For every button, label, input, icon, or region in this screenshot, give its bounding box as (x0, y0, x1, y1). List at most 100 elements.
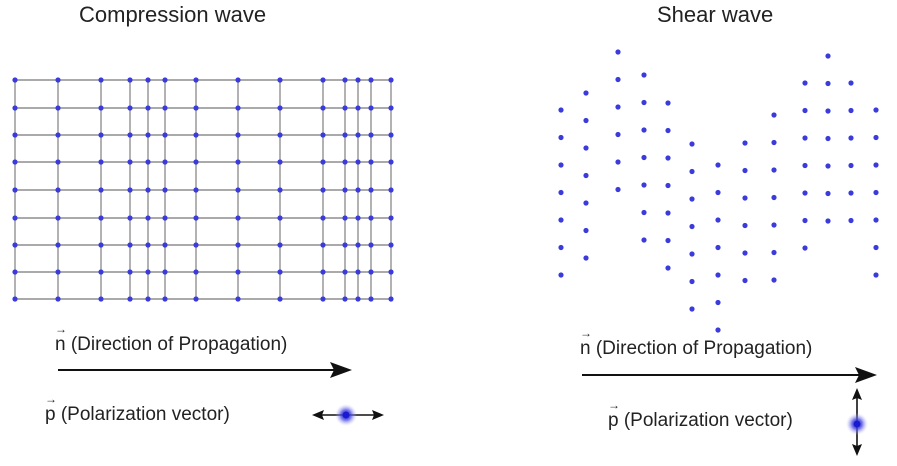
lattice-point (715, 299, 721, 306)
lattice-point (873, 217, 879, 223)
lattice-point (12, 132, 18, 138)
lattice-point (873, 162, 879, 168)
lattice-point (873, 244, 879, 251)
lattice-point (277, 269, 283, 275)
lattice-point (368, 159, 374, 165)
compression-propagation-arrow (58, 362, 352, 378)
lattice-point (12, 105, 18, 111)
lattice-point (127, 105, 133, 111)
lattice-point (127, 159, 133, 165)
lattice-point (277, 215, 283, 221)
lattice-point (127, 242, 133, 248)
lattice-point (127, 187, 133, 193)
lattice-point (665, 127, 671, 134)
lattice-point (98, 159, 104, 165)
lattice-point (355, 269, 361, 275)
lattice-point (342, 215, 348, 221)
lattice-point (715, 189, 721, 196)
lattice-point (641, 154, 647, 161)
lattice-point (355, 242, 361, 248)
lattice-point (689, 251, 695, 257)
lattice-point (127, 296, 133, 302)
lattice-point (55, 132, 61, 138)
lattice-point (802, 217, 808, 224)
lattice-point (145, 105, 151, 111)
lattice-point (873, 134, 879, 141)
lattice-point (665, 155, 671, 161)
lattice-point (583, 255, 589, 261)
lattice-point (12, 269, 18, 275)
lattice-point (771, 139, 777, 146)
lattice-point (320, 187, 326, 193)
lattice-point (277, 242, 283, 248)
lattice-point (320, 105, 326, 111)
lattice-point (277, 105, 283, 111)
lattice-point (742, 222, 748, 229)
lattice-point (145, 269, 151, 275)
lattice-point (641, 209, 647, 216)
lattice-point (55, 215, 61, 221)
lattice-point (388, 242, 394, 248)
lattice-point (355, 105, 361, 111)
lattice-point (98, 296, 104, 302)
lattice-point (320, 215, 326, 221)
lattice-point (641, 182, 647, 188)
shear-wave-title: Shear wave (657, 2, 774, 27)
lattice-point (355, 132, 361, 138)
lattice-point (771, 112, 777, 118)
lattice-point (825, 53, 831, 59)
lattice-point (615, 76, 621, 83)
lattice-point (583, 117, 589, 124)
lattice-point (689, 223, 695, 230)
lattice-point (277, 132, 283, 138)
lattice-point (802, 190, 808, 196)
shear-propagation-arrow (582, 367, 877, 383)
lattice-point (235, 159, 241, 165)
lattice-point (12, 77, 18, 83)
lattice-point (145, 296, 151, 302)
lattice-point (320, 242, 326, 248)
lattice-point (162, 132, 168, 138)
lattice-point (742, 167, 748, 174)
lattice-point (162, 269, 168, 275)
lattice-point (368, 242, 374, 248)
lattice-point (235, 187, 241, 193)
lattice-point (825, 190, 831, 197)
lattice-point (355, 159, 361, 165)
lattice-point (162, 105, 168, 111)
lattice-point (665, 237, 671, 244)
lattice-point (848, 80, 854, 86)
lattice-point (558, 189, 564, 196)
lattice-point (689, 168, 695, 175)
lattice-point (145, 187, 151, 193)
lattice-point (193, 159, 199, 165)
lattice-point (355, 215, 361, 221)
lattice-point (342, 159, 348, 165)
lattice-point (193, 105, 199, 111)
lattice-point (342, 242, 348, 248)
lattice-point (12, 159, 18, 165)
lattice-point (342, 269, 348, 275)
lattice-point (235, 132, 241, 138)
lattice-point (162, 215, 168, 221)
lattice-point (583, 200, 589, 206)
lattice-point (55, 296, 61, 302)
lattice-point (193, 242, 199, 248)
lattice-point (98, 269, 104, 275)
lattice-point (55, 105, 61, 111)
lattice-point (615, 49, 621, 55)
lattice-point (771, 277, 777, 283)
lattice-point (825, 163, 831, 169)
lattice-point (368, 296, 374, 302)
compression-polarization-label: p (Polarization vector) (45, 392, 230, 426)
lattice-point (342, 132, 348, 138)
lattice-point (98, 187, 104, 193)
lattice-point (742, 250, 748, 256)
lattice-point (277, 296, 283, 302)
p-vector-symbol: p (608, 398, 620, 432)
shear-polarization-label: p (Polarization vector) (608, 398, 793, 432)
lattice-point (615, 186, 621, 193)
lattice-point (193, 77, 199, 83)
lattice-point (715, 217, 721, 223)
lattice-point (368, 215, 374, 221)
